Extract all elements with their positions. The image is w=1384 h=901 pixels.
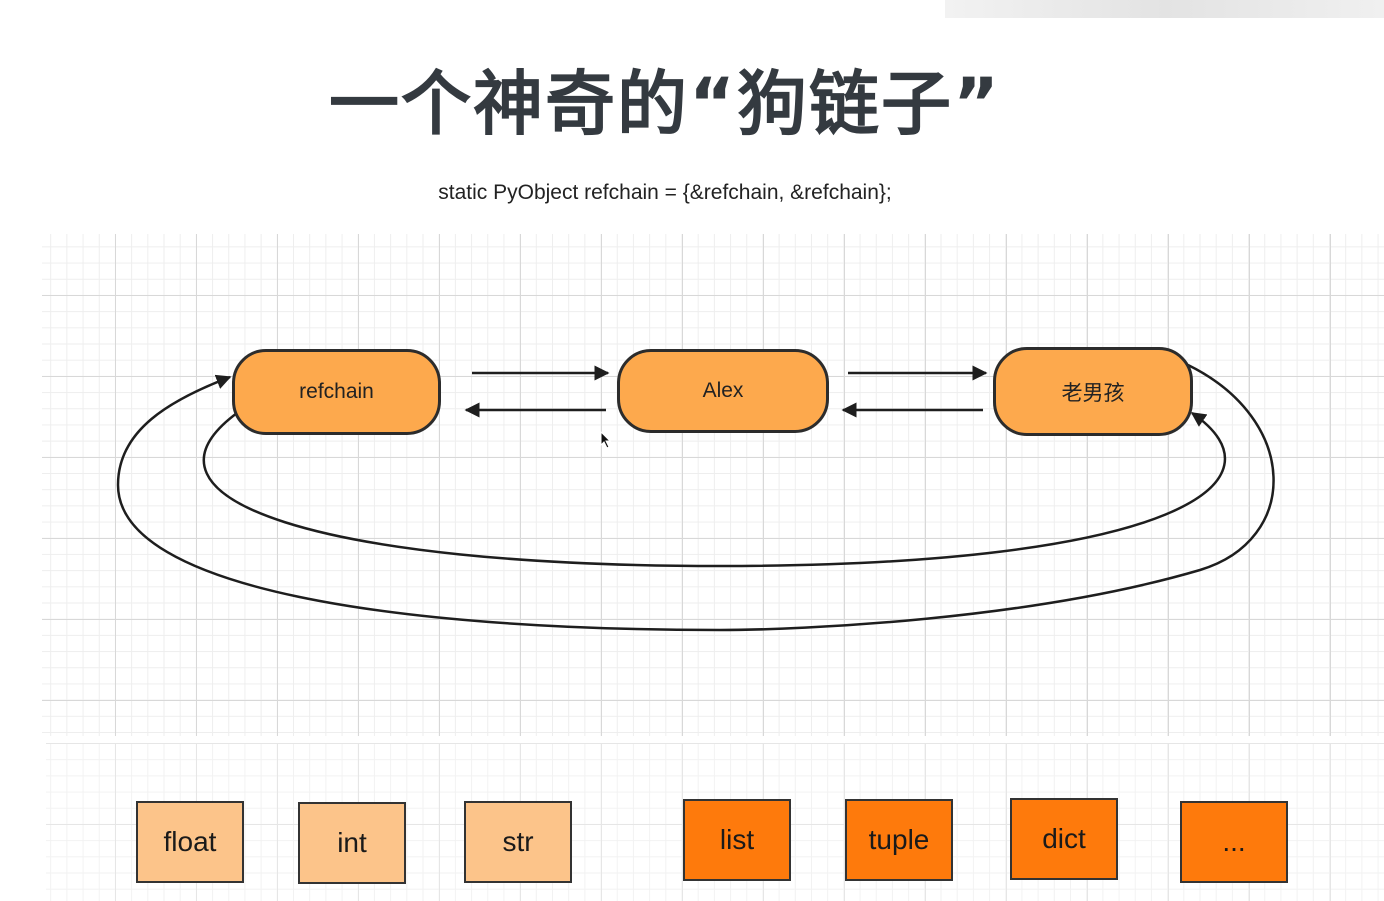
slide-title: 一个神奇的“狗链子” [328, 63, 1001, 145]
type-box-str: str [464, 801, 572, 883]
top-bar-strip [945, 0, 1384, 18]
node-refchain: refchain [232, 349, 441, 435]
type-box-dict: dict [1010, 798, 1118, 880]
type-box-tuple: tuple [845, 799, 953, 881]
node-laonanhai: 老男孩 [993, 347, 1193, 436]
type-box-float: float [136, 801, 244, 883]
type-box-ellipsis: ... [1180, 801, 1288, 883]
type-box-int: int [298, 802, 406, 884]
diagram-grid-background [42, 234, 1384, 736]
arrow-laonanhai-to-refchain-loop [116, 363, 1275, 632]
type-box-list: list [683, 799, 791, 881]
arrow-refchain-to-laonanhai-loop [202, 411, 1227, 568]
mouse-cursor-icon [600, 431, 612, 449]
node-alex: Alex [617, 349, 829, 433]
code-snippet: static PyObject refchain = {&refchain, &… [438, 181, 892, 204]
